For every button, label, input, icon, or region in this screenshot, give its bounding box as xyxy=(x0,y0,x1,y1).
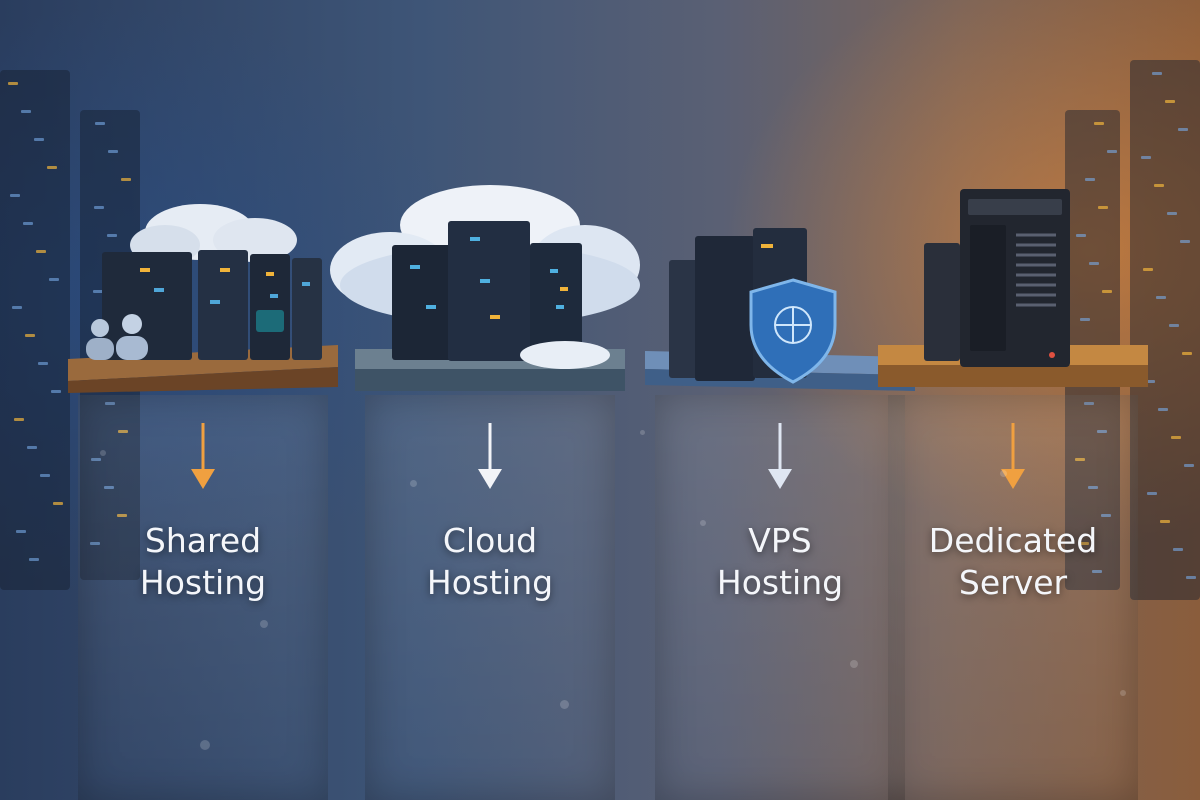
rack-light xyxy=(25,334,35,337)
rack-light xyxy=(94,206,104,209)
tower-server-icon xyxy=(924,189,1070,367)
down-arrow-icon xyxy=(191,423,215,489)
rack-light xyxy=(1180,240,1190,243)
plan-title-line-1: VPS xyxy=(748,521,812,560)
rack-light xyxy=(118,430,128,433)
rack-light xyxy=(49,278,59,281)
rack-light xyxy=(1165,100,1175,103)
rack-light xyxy=(1141,156,1151,159)
rack-light xyxy=(121,178,131,181)
rack-light xyxy=(1184,464,1194,467)
rack-light xyxy=(1173,548,1183,551)
plan-label: Shared Hosting xyxy=(68,520,338,604)
rack-light xyxy=(14,418,24,421)
rack-light xyxy=(1084,402,1094,405)
rack-light xyxy=(51,390,61,393)
rack-light xyxy=(1097,430,1107,433)
rack-light xyxy=(1080,318,1090,321)
rack-light xyxy=(1143,268,1153,271)
rack-light xyxy=(1092,570,1102,573)
rack-light xyxy=(1094,122,1104,125)
rack-light xyxy=(1088,486,1098,489)
rack-light xyxy=(1158,408,1168,411)
rack-light xyxy=(1182,352,1192,355)
rack-light xyxy=(1102,290,1112,293)
rack-light xyxy=(117,514,127,517)
rack-light xyxy=(47,166,57,169)
rack-light xyxy=(104,486,114,489)
rack-light xyxy=(1098,206,1108,209)
plan-title-line-1: Shared xyxy=(144,521,262,560)
plan-title-line-2: Hosting xyxy=(716,563,844,602)
dedicated-server-column[interactable]: Dedicated Server xyxy=(878,345,1148,800)
vps-hosting-column[interactable]: VPS Hosting xyxy=(645,351,915,800)
rack-light xyxy=(1186,576,1196,579)
rack-light xyxy=(95,122,105,125)
rack-light xyxy=(12,306,22,309)
rack-light xyxy=(105,402,115,405)
rack-light xyxy=(1075,458,1085,461)
rack-light xyxy=(1085,178,1095,181)
rack-light xyxy=(16,530,26,533)
down-arrow-icon xyxy=(1001,423,1025,489)
rack-light xyxy=(34,138,44,141)
rack-light xyxy=(1101,514,1111,517)
plan-title-line-2: Hosting xyxy=(139,563,267,602)
down-arrow-icon xyxy=(768,423,792,489)
rack-light xyxy=(1076,234,1086,237)
rack-light xyxy=(108,150,118,153)
rack-light xyxy=(93,290,103,293)
rack-light xyxy=(1160,520,1170,523)
rack-light xyxy=(1169,324,1179,327)
rack-light xyxy=(29,558,39,561)
down-arrow-icon xyxy=(478,423,502,489)
rack-light xyxy=(1178,128,1188,131)
rack-light xyxy=(38,362,48,365)
rack-light xyxy=(1171,436,1181,439)
rack-light xyxy=(1167,212,1177,215)
rack-light xyxy=(36,250,46,253)
plan-title-line-2: Hosting xyxy=(426,563,554,602)
rack-light xyxy=(10,194,20,197)
plan-title-line-1: Cloud xyxy=(442,521,538,560)
plan-label: VPS Hosting xyxy=(645,520,915,604)
rack-light xyxy=(1156,296,1166,299)
rack-light xyxy=(1154,184,1164,187)
rack-light xyxy=(1107,150,1117,153)
rack-light xyxy=(107,234,117,237)
plan-title-line-2: Server xyxy=(958,563,1068,602)
plan-label: Cloud Hosting xyxy=(355,520,625,604)
server-racks-in-cloud-icon xyxy=(330,185,640,369)
server-rack-with-shield-icon xyxy=(669,228,837,384)
rack-light xyxy=(1089,262,1099,265)
rack-light xyxy=(8,82,18,85)
rack-light xyxy=(1147,492,1157,495)
rack-light xyxy=(40,474,50,477)
plan-label: Dedicated Server xyxy=(878,520,1148,604)
rack-light xyxy=(1079,542,1089,545)
rack-light xyxy=(91,458,101,461)
rack-light xyxy=(53,502,63,505)
shared-hosting-column[interactable]: Shared Hosting xyxy=(68,345,338,800)
rack-light xyxy=(21,110,31,113)
cloud-hosting-column[interactable]: Cloud Hosting xyxy=(355,349,625,800)
server-rack-with-cloud-and-users-icon xyxy=(86,204,322,360)
rack-light xyxy=(1145,380,1155,383)
rack-light xyxy=(1152,72,1162,75)
plan-title-line-1: Dedicated xyxy=(928,521,1098,560)
rack-light xyxy=(23,222,33,225)
rack-light xyxy=(90,542,100,545)
rack-light xyxy=(27,446,37,449)
